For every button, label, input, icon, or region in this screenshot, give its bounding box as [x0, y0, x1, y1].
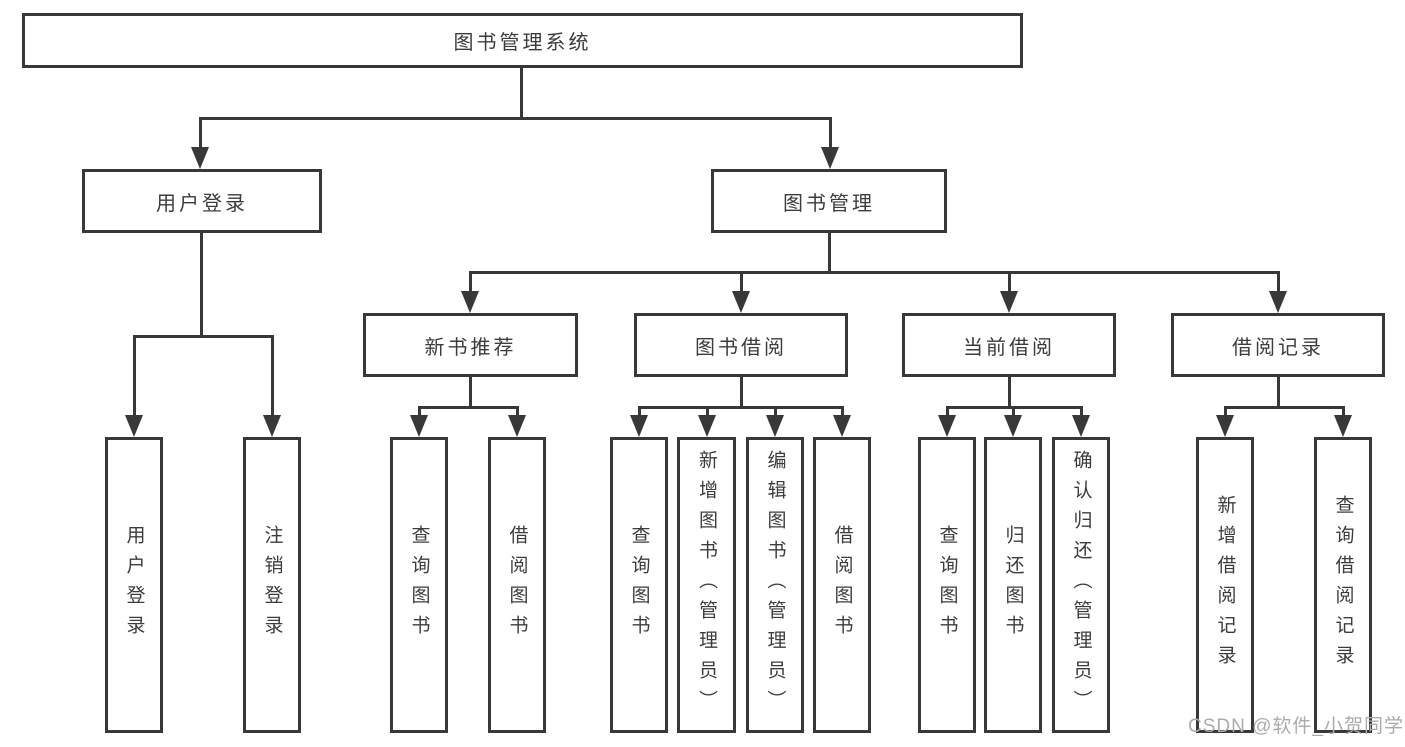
leaf-borrow-books-borrowing: 借阅图书	[813, 437, 871, 733]
connector-line	[1224, 406, 1345, 409]
connector-arrow	[410, 406, 428, 437]
connector-line	[418, 406, 519, 409]
leaf-query-books-borrowing-label: 查询图书	[628, 525, 650, 645]
connector-line	[828, 233, 831, 271]
leaf-add-books-admin: 新增图书（管理员）	[677, 437, 736, 733]
connector-arrow	[508, 406, 526, 437]
connector-arrow	[938, 406, 956, 437]
connector-line	[1008, 377, 1011, 406]
connector-line	[469, 377, 472, 406]
node-borrowing-records-label: 借阅记录	[1232, 336, 1324, 359]
node-user-login: 用户登录	[82, 169, 322, 233]
connector-arrow	[698, 406, 716, 437]
leaf-add-books-admin-label: 新增图书（管理员）	[696, 450, 717, 720]
leaf-add-borrow-record: 新增借阅记录	[1196, 437, 1254, 733]
connector-line	[520, 68, 523, 119]
leaf-return-books-label: 归还图书	[1002, 525, 1024, 645]
node-borrowing-records: 借阅记录	[1171, 313, 1385, 377]
node-user-login-label: 用户登录	[156, 192, 248, 215]
node-book-borrowing-label: 图书借阅	[695, 336, 787, 359]
connector-arrow	[766, 406, 784, 437]
connector-arrow	[191, 117, 209, 169]
leaf-query-books-current-label: 查询图书	[936, 525, 958, 645]
node-root-label: 图书管理系统	[453, 32, 592, 54]
connector-arrow	[461, 271, 479, 313]
leaf-return-books: 归还图书	[984, 437, 1042, 733]
leaf-query-books-recommend-label: 查询图书	[408, 525, 430, 645]
node-book-borrowing: 图书借阅	[634, 313, 848, 377]
leaf-query-books-borrowing: 查询图书	[610, 437, 668, 733]
node-new-book-recommend: 新书推荐	[363, 313, 578, 377]
leaf-edit-books-admin: 编辑图书（管理员）	[746, 437, 804, 733]
leaf-borrow-books-borrowing-label: 借阅图书	[831, 525, 853, 645]
leaf-edit-books-admin-label: 编辑图书（管理员）	[764, 450, 786, 720]
connector-line	[740, 377, 743, 406]
connector-line	[946, 406, 1083, 409]
connector-arrow	[125, 335, 143, 437]
connector-line	[469, 271, 1280, 274]
leaf-borrow-books-recommend: 借阅图书	[488, 437, 546, 733]
leaf-confirm-return-admin: 确认归还（管理员）	[1052, 437, 1110, 733]
leaf-query-books-recommend: 查询图书	[390, 437, 448, 733]
connector-line	[133, 335, 274, 338]
connector-arrow	[833, 406, 851, 437]
leaf-logout-label: 注销登录	[261, 525, 283, 645]
leaf-confirm-return-admin-label: 确认归还（管理员）	[1070, 450, 1092, 720]
node-new-book-recommend-label: 新书推荐	[424, 336, 517, 359]
connector-arrow	[1216, 406, 1234, 437]
node-book-management: 图书管理	[711, 169, 947, 233]
node-current-borrowing-label: 当前借阅	[963, 336, 1055, 359]
connector-arrow	[630, 406, 648, 437]
connector-line	[638, 406, 844, 409]
leaf-logout: 注销登录	[243, 437, 301, 733]
connector-arrow	[1269, 271, 1287, 313]
leaf-borrow-books-recommend-label: 借阅图书	[506, 525, 528, 645]
leaf-user-login-label: 用户登录	[123, 525, 145, 645]
connector-arrow	[263, 335, 281, 437]
connector-arrow	[1072, 406, 1090, 437]
leaf-query-borrow-record: 查询借阅记录	[1314, 437, 1372, 733]
node-book-management-label: 图书管理	[783, 192, 875, 215]
leaf-user-login: 用户登录	[105, 437, 163, 733]
connector-arrow	[1000, 271, 1018, 313]
connector-arrow	[1334, 406, 1352, 437]
node-root: 图书管理系统	[22, 13, 1023, 68]
connector-line	[199, 117, 832, 120]
leaf-query-books-current: 查询图书	[918, 437, 976, 733]
node-current-borrowing: 当前借阅	[902, 313, 1116, 377]
connector-arrow	[1004, 406, 1022, 437]
connector-arrow	[732, 271, 750, 313]
leaf-query-borrow-record-label: 查询借阅记录	[1332, 495, 1354, 675]
connector-line	[200, 233, 203, 335]
leaf-add-borrow-record-label: 新增借阅记录	[1214, 495, 1236, 675]
watermark: CSDN @软件_小贺同学	[1188, 716, 1404, 737]
connector-arrow	[821, 117, 839, 169]
connector-line	[1277, 377, 1280, 406]
